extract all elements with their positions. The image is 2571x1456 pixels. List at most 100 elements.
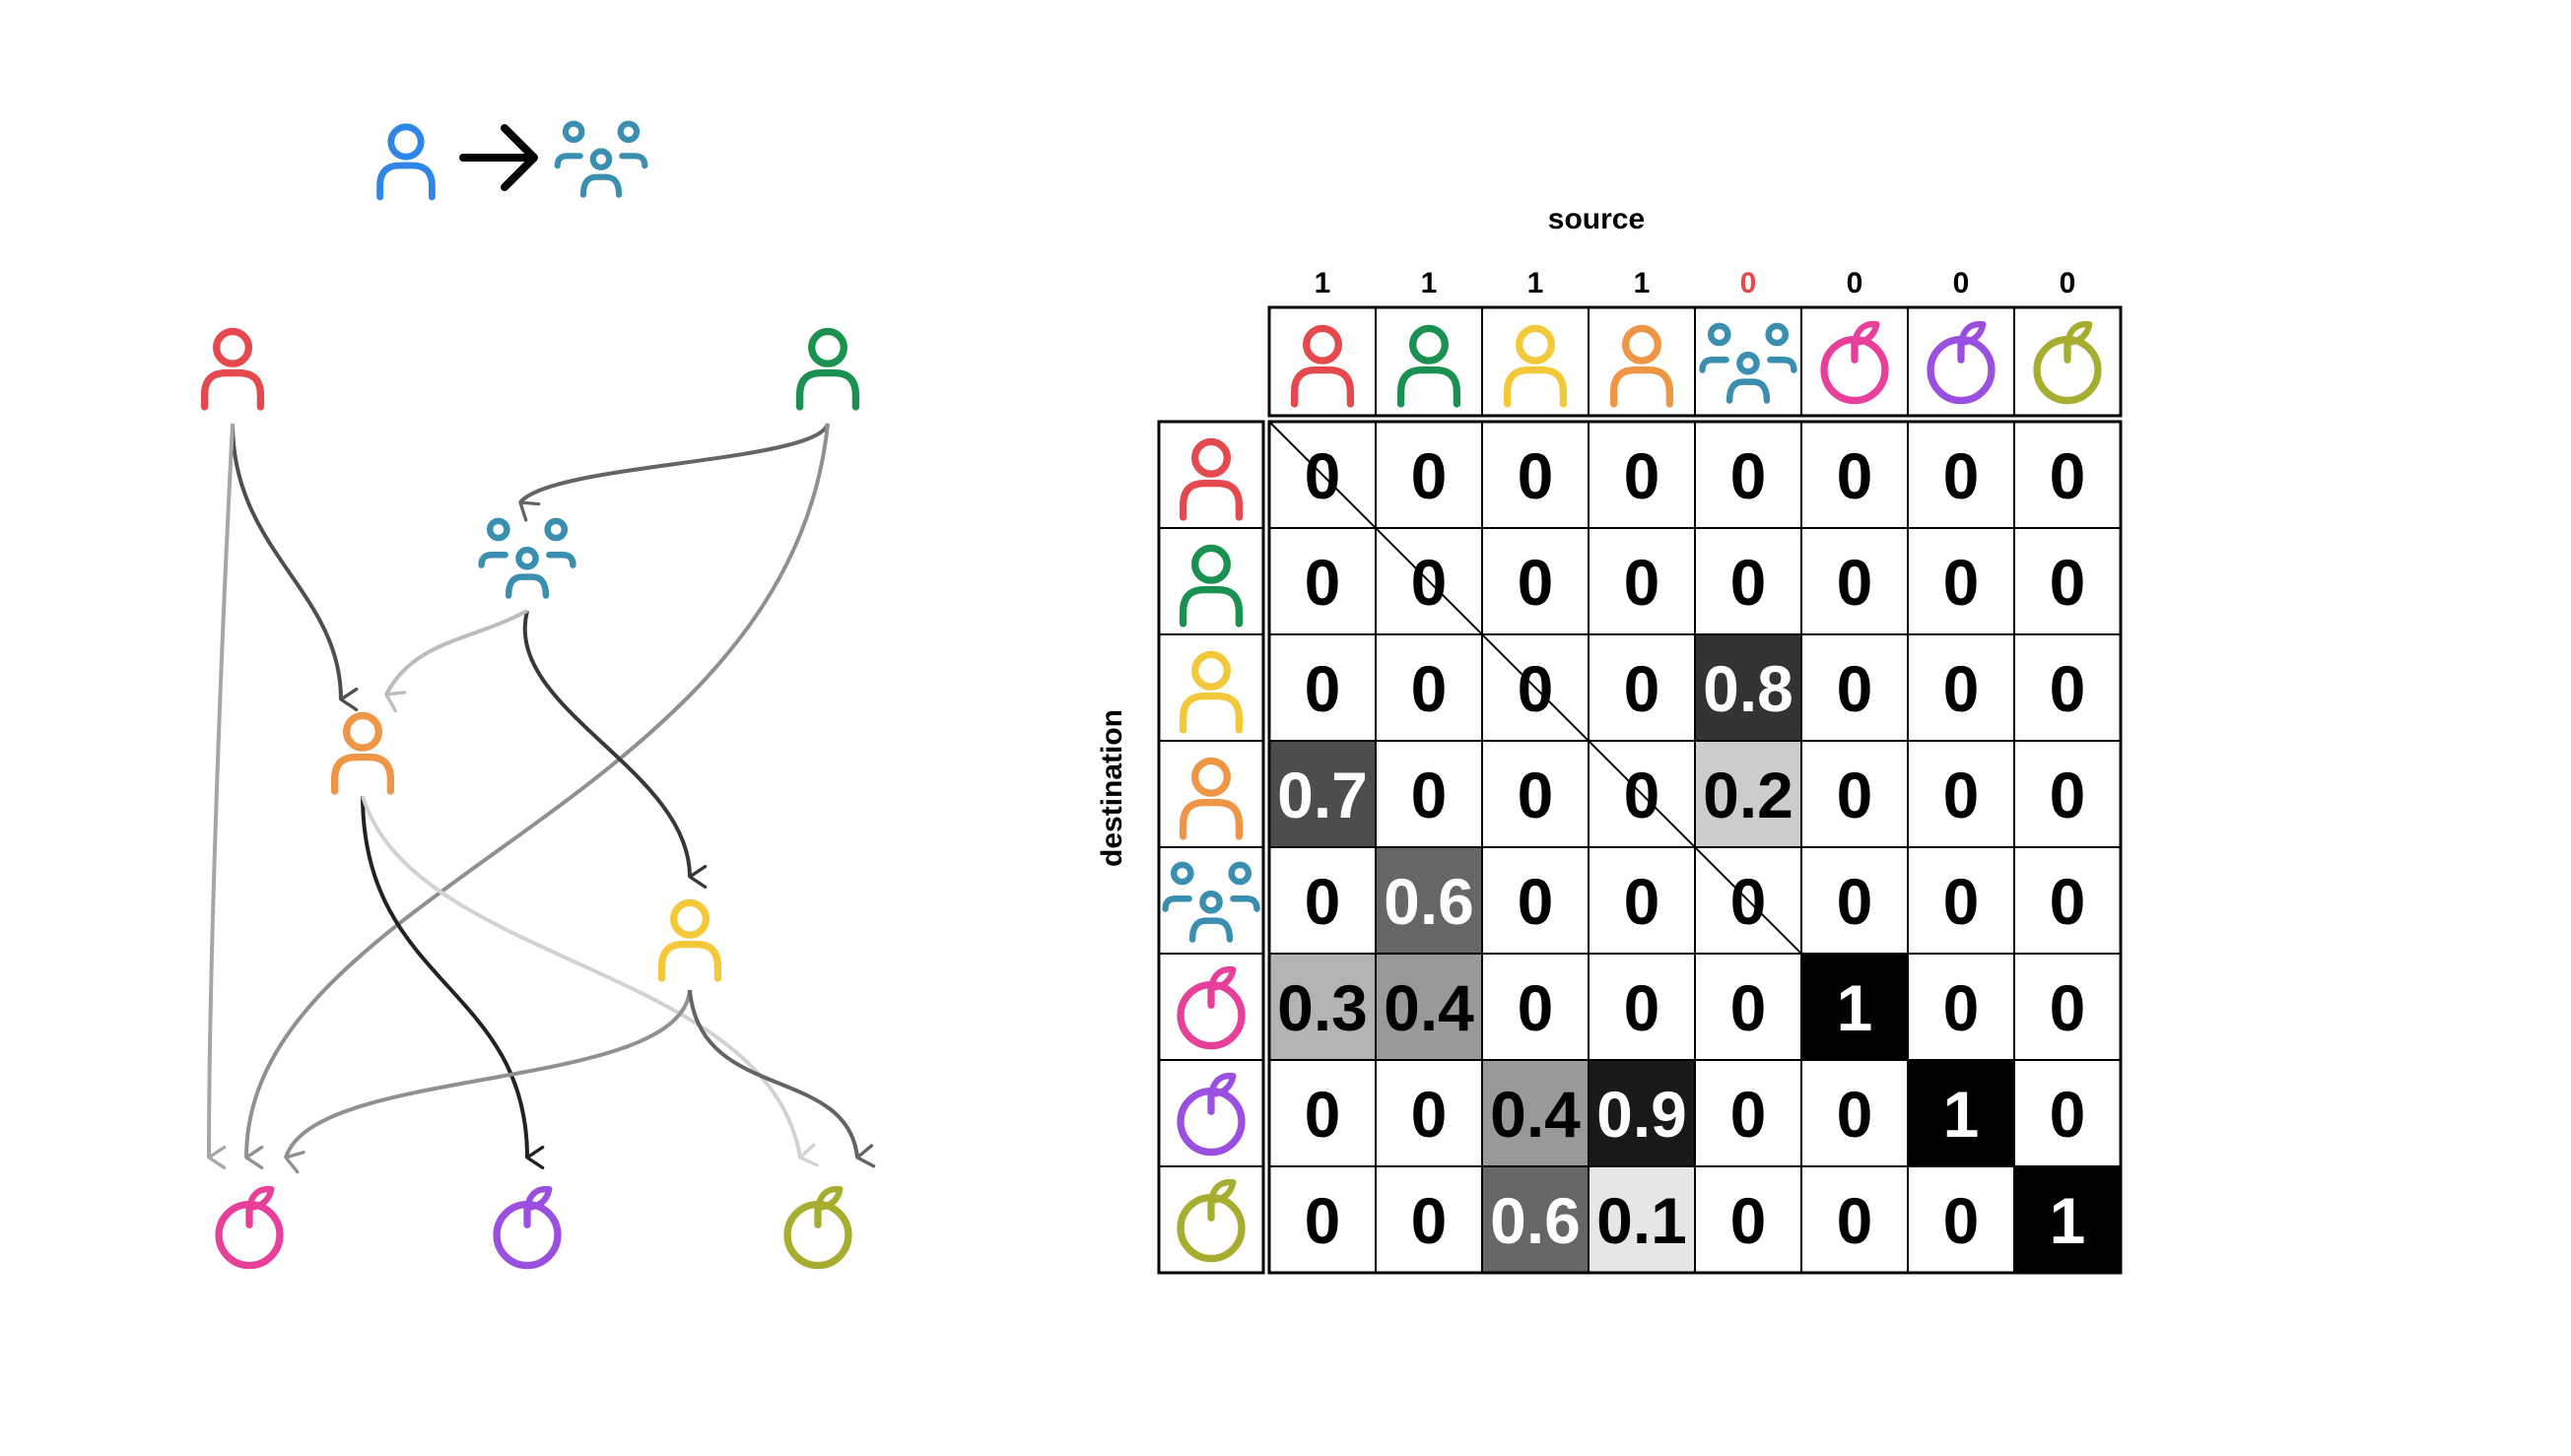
- matrix-value-3-4: 0.2: [1703, 759, 1793, 831]
- matrix-value-1-0: 0: [1305, 546, 1341, 619]
- column-total-2: 1: [1527, 267, 1544, 299]
- matrix-cell-4-0: [1268, 846, 1377, 955]
- node-pink-fruit-icon: [215, 1185, 284, 1270]
- matrix-value-7-0: 0: [1305, 1184, 1341, 1257]
- matrix-cell-2-5: [1800, 633, 1909, 742]
- matrix-cell-1-5: [1800, 527, 1909, 635]
- edge-orange-purple: [361, 795, 545, 1170]
- column-total-3: 1: [1634, 267, 1651, 299]
- person-icon: [376, 123, 436, 201]
- edge-yellow-pink: [284, 989, 692, 1174]
- matrix-value-6-3: 0.9: [1596, 1078, 1687, 1151]
- matrix-value-5-5: 1: [1837, 971, 1873, 1044]
- column-total-6: 0: [1953, 267, 1970, 299]
- matrix-value-0-4: 0: [1730, 439, 1767, 512]
- matrix-cell-1-3: [1588, 527, 1696, 635]
- matrix-value-1-6: 0: [1943, 546, 1980, 619]
- edge-green-group: [518, 423, 830, 522]
- matrix-value-2-1: 0: [1411, 652, 1448, 725]
- matrix-value-0-3: 0: [1624, 439, 1660, 512]
- matrix-cell-1-6: [1907, 527, 2015, 635]
- matrix-cell-4-7: [2013, 846, 2122, 955]
- row-5-fruit-icon: [1177, 965, 1246, 1050]
- matrix-cell-7-0: [1268, 1165, 1377, 1274]
- row-4-group-icon: [1162, 861, 1260, 943]
- row-1-person-icon: [1179, 544, 1244, 628]
- matrix-value-2-6: 0: [1943, 652, 1980, 725]
- row-3-person-icon: [1179, 757, 1244, 840]
- matrix-value-6-1: 0: [1411, 1078, 1448, 1151]
- matrix-value-2-4: 0.8: [1703, 652, 1793, 725]
- destination-axis-label: destination: [1096, 709, 1128, 867]
- matrix-value-3-7: 0: [2050, 759, 2086, 831]
- matrix-cell-7-2: [1481, 1165, 1590, 1274]
- matrix-cell-4-6: [1907, 846, 2015, 955]
- node-group-group-icon: [478, 517, 576, 599]
- column-total-7: 0: [2060, 267, 2076, 299]
- matrix-cell-5-0: [1268, 953, 1377, 1061]
- arrow-right-icon: [459, 124, 538, 191]
- matrix-value-1-4: 0: [1730, 546, 1767, 619]
- matrix-value-0-7: 0: [2050, 439, 2086, 512]
- matrix-cell-0-6: [1907, 421, 2015, 529]
- matrix-cell-1-0: [1268, 527, 1377, 635]
- row-0-person-icon: [1179, 437, 1244, 521]
- matrix-cell-3-4: [1694, 740, 1802, 848]
- matrix-cell-1-4: [1694, 527, 1802, 635]
- matrix-value-4-2: 0: [1518, 865, 1554, 938]
- matrix-cell-5-7: [2013, 953, 2122, 1061]
- matrix-value-7-6: 0: [1943, 1184, 1980, 1257]
- edge-group-yellow: [522, 610, 708, 890]
- row-7-fruit-icon: [1177, 1178, 1246, 1263]
- matrix-cell-6-4: [1694, 1059, 1802, 1167]
- matrix-value-0-6: 0: [1943, 439, 1980, 512]
- matrix-value-7-5: 0: [1837, 1184, 1873, 1257]
- matrix-cell-3-2: [1481, 740, 1590, 848]
- matrix-value-4-5: 0: [1837, 865, 1873, 938]
- row-2-person-icon: [1179, 650, 1244, 734]
- node-green-person-icon: [795, 327, 860, 411]
- edge-red-pink: [207, 423, 235, 1170]
- matrix-cell-5-3: [1588, 953, 1696, 1061]
- column-6-fruit-icon: [1927, 320, 1996, 405]
- column-total-1: 1: [1421, 267, 1438, 299]
- matrix-value-5-7: 0: [2050, 971, 2086, 1044]
- node-orange-person-icon: [330, 711, 395, 795]
- matrix-cell-6-5: [1800, 1059, 1909, 1167]
- matrix-value-4-7: 0: [2050, 865, 2086, 938]
- matrix-value-5-0: 0.3: [1277, 971, 1368, 1044]
- diagonal-line: [1268, 421, 1845, 997]
- matrix-value-6-7: 0: [2050, 1078, 2086, 1151]
- matrix-value-6-2: 0.4: [1490, 1078, 1581, 1151]
- matrix-value-7-4: 0: [1730, 1184, 1767, 1257]
- edge-group-orange: [384, 609, 528, 713]
- matrix-cell-4-5: [1800, 846, 1909, 955]
- matrix-value-7-7: 1: [2050, 1184, 2086, 1257]
- row-6-fruit-icon: [1177, 1072, 1246, 1157]
- matrix-value-5-2: 0: [1518, 971, 1554, 1044]
- matrix-value-1-5: 0: [1837, 546, 1873, 619]
- matrix-border: [1267, 420, 2123, 1275]
- matrix-value-5-6: 0: [1943, 971, 1980, 1044]
- column-4-group-icon: [1699, 322, 1797, 404]
- matrix-cell-5-1: [1375, 953, 1483, 1061]
- matrix-value-5-4: 0: [1730, 971, 1767, 1044]
- matrix-value-3-3: 0: [1624, 759, 1660, 831]
- node-yellow-person-icon: [657, 898, 722, 982]
- matrix-value-1-1: 0: [1411, 546, 1448, 619]
- group-icon: [554, 120, 648, 198]
- matrix-value-4-4: 0: [1730, 865, 1767, 938]
- column-5-fruit-icon: [1820, 320, 1889, 405]
- matrix-value-4-6: 0: [1943, 865, 1980, 938]
- column-total-5: 0: [1847, 267, 1863, 299]
- column-0-person-icon: [1290, 324, 1355, 408]
- matrix-value-3-2: 0: [1518, 759, 1554, 831]
- node-purple-fruit-icon: [493, 1185, 562, 1270]
- matrix-value-1-2: 0: [1518, 546, 1554, 619]
- matrix-value-2-5: 0: [1837, 652, 1873, 725]
- matrix-value-2-2: 0: [1518, 652, 1554, 725]
- matrix-cell-2-4: [1694, 633, 1802, 742]
- matrix-value-3-5: 0: [1837, 759, 1873, 831]
